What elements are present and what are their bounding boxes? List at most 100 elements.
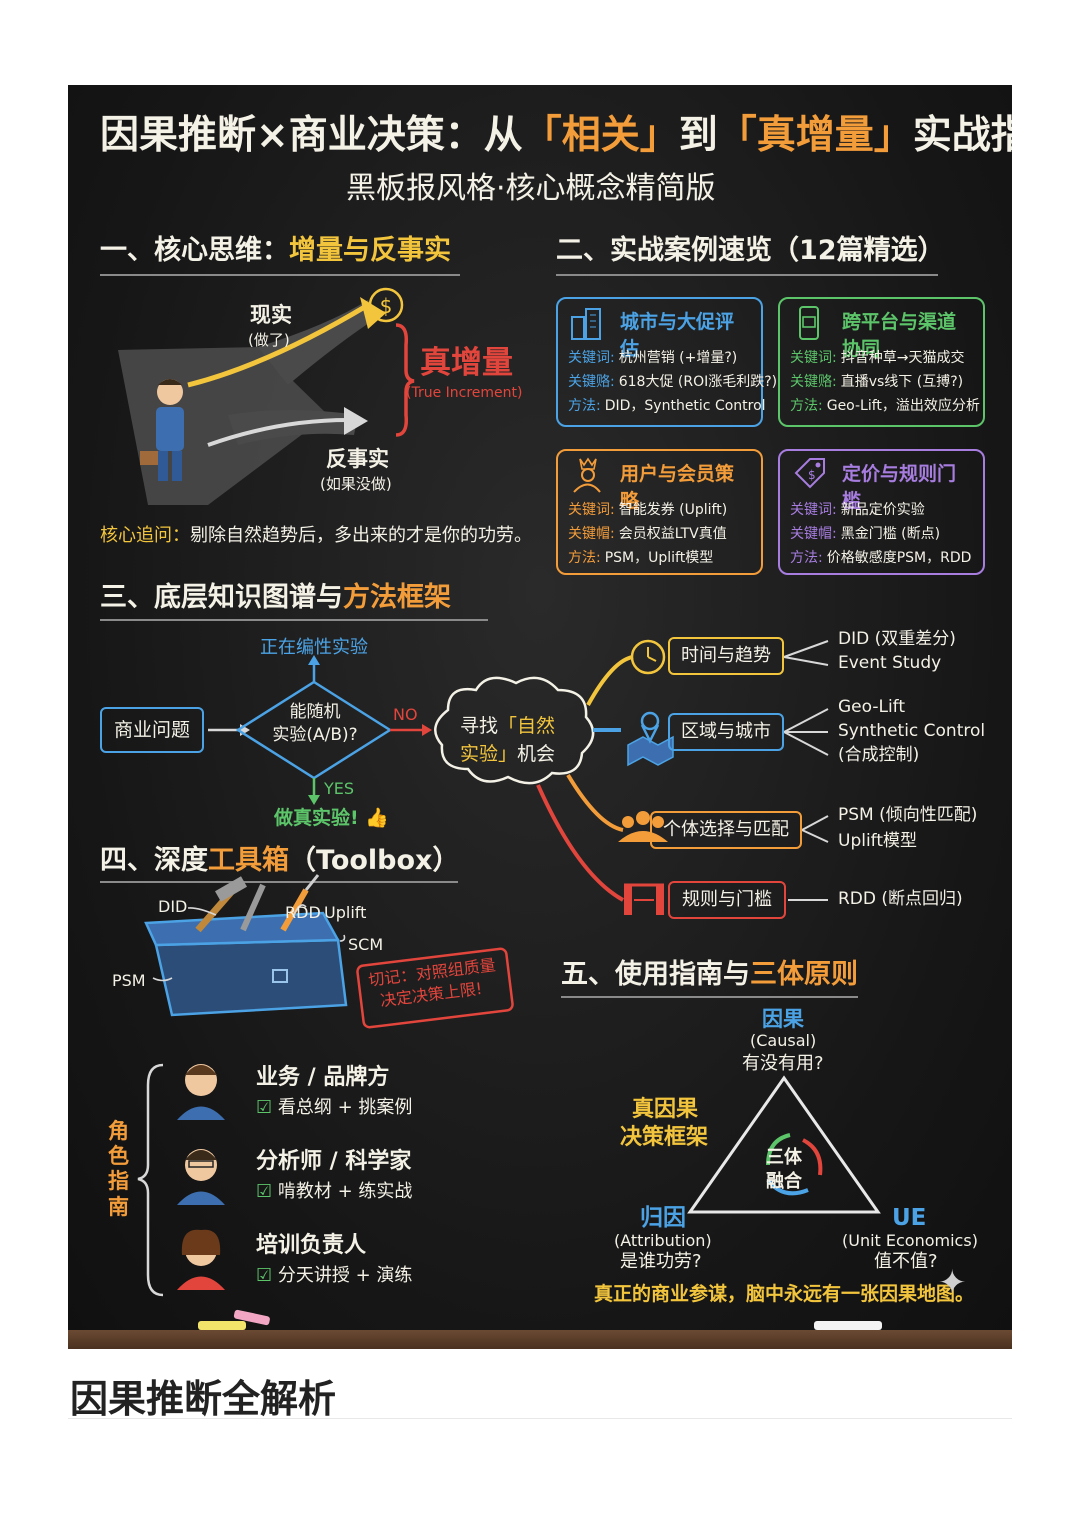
sec5-heading-a: 五、使用指南与 [561, 959, 750, 990]
case-card-title: 定价与规则门槛 [842, 463, 957, 512]
method-label: 方法: [790, 550, 823, 566]
phone-store-icon [799, 306, 819, 340]
framework-label-line1: 真因果 [632, 1097, 699, 1122]
diamond-label-line2: 实验(A/B)? [272, 725, 358, 745]
keyword-label: 关键帽: [790, 526, 837, 542]
chalkboard-ledge [68, 1330, 1012, 1349]
yes-label: YES [324, 779, 355, 798]
cloud-text-line1: 寻找「自然 [460, 715, 555, 738]
core-question-label: 核心追问： [100, 525, 190, 546]
keyword-label: 关键赂: [568, 374, 615, 390]
keyword-label: 关键帽: [568, 526, 615, 542]
sec1-heading-a: 一、核心思维： [100, 235, 289, 266]
checkbox-icon: ☑ [256, 1265, 278, 1286]
role-trainer-name: 培训负责人 [256, 1233, 367, 1258]
sec1-heading-b: 增量与反事实 [289, 235, 451, 266]
method-value: PSM，Uplift模型 [604, 550, 714, 566]
closing-quote: 真正的商业参谋，脑中永远有一张因果地图。 [594, 1283, 975, 1305]
svg-text:$: $ [808, 468, 816, 482]
title-part1: 因果推断 [100, 113, 257, 158]
core-question: 核心追问：剔除自然趋势后，多出来的才是你的功劳。 [100, 525, 532, 547]
title-mid: 到 [678, 113, 718, 158]
sec1-heading: 一、核心思维：增量与反事实 [100, 235, 451, 267]
price-tag-icon: $ [794, 458, 825, 489]
role-trainer-task: ☑ 分天讲授 + 演练 [256, 1265, 412, 1287]
side-char: 指 [108, 1169, 129, 1194]
attribution-en: (Attribution) [614, 1231, 712, 1250]
cloud-text-d: 机会 [517, 743, 556, 765]
attribution-label: 归因 [640, 1205, 686, 1231]
divider [68, 1418, 1012, 1419]
sec2-heading: 二、实战案例速览（12篇精选） [556, 235, 945, 266]
sec4-heading-a: 四、深度 [100, 845, 208, 876]
side-char: 角 [108, 1119, 129, 1143]
case-card-user[interactable]: 用户与会员策略 关键词:智能发券 (Uplift) 关键帽:会员权益LTV真值 … [556, 449, 763, 575]
side-char: 色 [108, 1144, 129, 1169]
business-problem-box[interactable]: 商业问题 [100, 707, 204, 753]
quasi-experiment-label: 正在编性实验 [260, 637, 368, 658]
do-real-experiment-label: 做真实验! 👍 [274, 807, 389, 830]
map-pin-drawing [627, 711, 674, 767]
method-label: 方法: [568, 550, 601, 566]
case-card-pricing[interactable]: $ 定价与规则门槛 关键词:新品定价实验 关键帽:黑金门槛 (断点) 方法:价格… [778, 449, 985, 575]
tool-psm: PSM [112, 971, 146, 990]
case-card-cross-platform[interactable]: 跨平台与渠道协同 关键词:抖音种草→天猫成交 关键赂:直播vs线下 (互搏?) … [778, 297, 985, 427]
title-quote-related: 「相关」 [522, 113, 679, 158]
thumbs-up-icon: 👍 [365, 807, 389, 829]
tool-scm: SCM [348, 935, 384, 954]
role-guide-side-label: 角 色 指 南 [108, 1119, 132, 1220]
method-label: 方法: [790, 398, 823, 414]
case-card-title: 用户与会员策略 [620, 463, 735, 512]
cloud-text-line2: 实验」机会 [460, 743, 555, 766]
role-business-task: ☑ 看总纲 + 挑案例 [256, 1097, 412, 1119]
keyword-value: 618大促 (ROI涨毛利跌?) [618, 374, 778, 390]
keyword-value: 会员权益LTV真值 [618, 526, 727, 542]
keyword-value: 直播vs线下 (互搏?) [840, 374, 964, 390]
title-part2: 商业决策：从 [288, 113, 523, 158]
sec4-heading-b: 工具箱 [208, 845, 289, 876]
title-x: × [256, 113, 289, 158]
method-value: DID，Synthetic Control [604, 398, 766, 414]
chalk-drawings: $ [100, 274, 938, 1330]
no-label: NO [393, 705, 418, 724]
center-line2: 融合 [766, 1171, 802, 1192]
chalkboard-infographic: $ [68, 85, 1012, 1349]
causal-label: 因果 [762, 1007, 804, 1031]
role-task-text: 分天讲授 + 演练 [277, 1265, 413, 1286]
keyword-label: 关键词: [568, 350, 615, 366]
true-increment-en: (True Increment) [406, 385, 523, 401]
cloud-text-c: 实验」 [460, 743, 518, 765]
case-card-title: 城市与大促评估 [620, 311, 735, 360]
branch-time-trend[interactable]: 时间与趋势 [668, 637, 784, 675]
alarm-clock-drawing [630, 639, 666, 675]
framework-label-line2: 决策框架 [620, 1125, 709, 1150]
tool-rdd: RDD [285, 903, 321, 922]
checkbox-icon: ☑ [256, 1097, 278, 1118]
people-group-drawing [618, 811, 668, 842]
branch-rule-threshold[interactable]: 规则与门槛 [668, 881, 786, 919]
case-card-title: 跨平台与渠道协同 [842, 311, 957, 360]
gate-drawing [624, 883, 664, 915]
method-synthetic-control: Synthetic Control [838, 721, 986, 741]
counterfactual-sub: (如果没做) [320, 475, 392, 493]
attribution-question: 是谁功劳? [620, 1251, 702, 1272]
svg-text:$: $ [380, 294, 393, 318]
role-business-name: 业务 / 品牌方 [256, 1065, 390, 1090]
building-icon [571, 308, 601, 340]
user-crown-icon [573, 457, 601, 493]
ue-question: 值不值? [874, 1251, 938, 1272]
role-analyst-name: 分析师 / 科学家 [256, 1149, 412, 1174]
case-card-city[interactable]: 城市与大促评估 关键词:杭州营销 (+增量?) 关键赂:618大促 (ROI涨毛… [556, 297, 777, 427]
method-synthetic-control-cn: (合成控制) [838, 745, 920, 765]
post-title: 因果推断全解析 [70, 1377, 337, 1421]
cloud-text-a: 寻找 [460, 715, 499, 737]
branch-individual-matching[interactable]: 个体选择与匹配 [650, 811, 802, 849]
keyword-value: 杭州营销 (+增量?) [618, 350, 738, 366]
branch-region-city[interactable]: 区域与城市 [668, 713, 784, 751]
diamond-label-line1: 能随机 [289, 702, 341, 722]
keyword-value: 黑金门槛 (断点) [840, 526, 941, 542]
role-analyst-task: ☑ 啃教材 + 练实战 [256, 1181, 412, 1203]
method-event-study: Event Study [838, 653, 942, 673]
title-end: 实战指南 [912, 113, 1012, 158]
sec4-heading-c: （Toolbox） [289, 845, 460, 876]
